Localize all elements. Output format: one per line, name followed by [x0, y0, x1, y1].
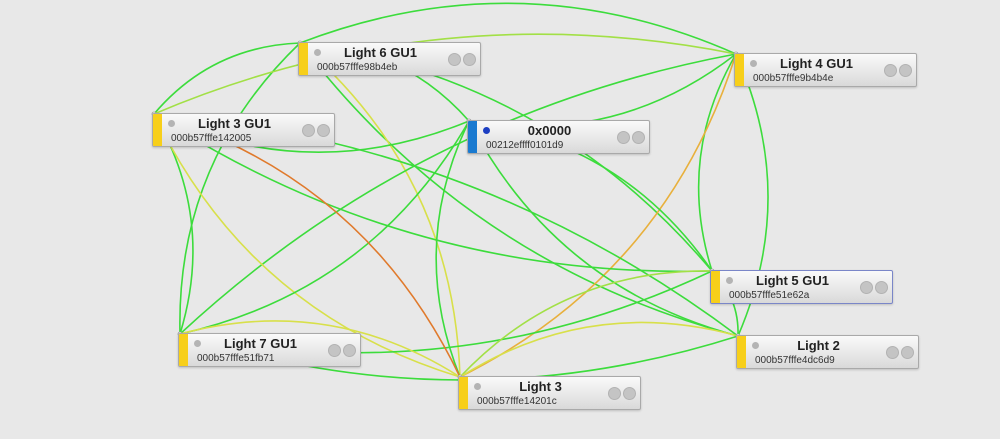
node-coordinator[interactable]: 0x0000 00212effff0101d9	[467, 120, 650, 154]
link-light4-light7	[179, 53, 737, 335]
node-light-3-gu1[interactable]: Light 3 GU1 000b57fffe142005	[152, 113, 335, 147]
link-light4-light5	[697, 53, 737, 272]
device-type-bar	[299, 43, 308, 75]
node-light-2[interactable]: Light 2 000b57fffe4dc6d9	[736, 335, 919, 369]
status-dot-icon	[168, 120, 175, 127]
status-dot-icon	[726, 277, 733, 284]
link-light4-coordinator	[468, 53, 737, 128]
node-action-icon[interactable]	[886, 346, 899, 359]
node-address: 000b57fffe51e62a	[729, 290, 810, 301]
node-title: 0x0000	[527, 123, 572, 138]
link-light6-light2	[299, 42, 739, 337]
device-type-bar	[468, 121, 477, 153]
node-light-4-gu1[interactable]: Light 4 GU1 000b57fffe9b4b4e	[734, 53, 917, 87]
link-light3gu1-light5	[153, 113, 713, 273]
node-light-7-gu1[interactable]: Light 7 GU1 000b57fffe51fb71	[178, 333, 361, 367]
node-light-3[interactable]: Light 3 000b57fffe14201c	[458, 376, 641, 410]
link-light4-light3gu1	[153, 33, 737, 115]
device-type-bar	[153, 114, 162, 146]
node-title: Light 7 GU1	[224, 336, 297, 351]
node-address: 000b57fffe98b4eb	[317, 62, 398, 73]
node-light-5-gu1[interactable]: Light 5 GU1 000b57fffe51e62a	[710, 270, 893, 304]
node-action-icon[interactable]	[343, 344, 356, 357]
link-light3gu1-light3	[153, 113, 461, 378]
node-action-icon[interactable]	[448, 53, 461, 66]
node-action-icon[interactable]	[884, 64, 897, 77]
link-light6-light4	[299, 2, 737, 55]
node-action-icon[interactable]	[899, 64, 912, 77]
device-type-bar	[737, 336, 746, 368]
node-address: 000b57fffe142005	[171, 133, 252, 144]
device-type-bar	[735, 54, 744, 86]
node-action-icon[interactable]	[623, 387, 636, 400]
node-action-icon[interactable]	[608, 387, 621, 400]
status-dot-icon	[474, 383, 481, 390]
device-type-bar	[179, 334, 188, 366]
status-dot-icon	[750, 60, 757, 67]
link-coordinator-light7	[179, 120, 470, 335]
link-coordinator-light2	[468, 120, 739, 337]
node-address: 000b57fffe4dc6d9	[755, 355, 835, 366]
status-dot-icon	[194, 340, 201, 347]
link-light3gu1-light7	[153, 113, 194, 335]
node-action-icon[interactable]	[302, 124, 315, 137]
status-dot-icon	[483, 127, 490, 134]
link-light6-light3	[299, 42, 461, 378]
node-action-icon[interactable]	[632, 131, 645, 144]
node-title: Light 3 GU1	[198, 116, 271, 131]
node-action-icon[interactable]	[901, 346, 914, 359]
node-action-icon[interactable]	[328, 344, 341, 357]
node-action-icon[interactable]	[860, 281, 873, 294]
node-title: Light 6 GU1	[344, 45, 417, 60]
node-title: Light 3	[519, 379, 562, 394]
node-address: 000b57fffe9b4b4e	[753, 73, 834, 84]
link-light6-light7	[179, 42, 301, 335]
node-action-icon[interactable]	[875, 281, 888, 294]
node-address: 000b57fffe14201c	[477, 396, 557, 407]
node-action-icon[interactable]	[617, 131, 630, 144]
status-dot-icon	[752, 342, 759, 349]
node-address: 000b57fffe51fb71	[197, 353, 275, 364]
node-title: Light 5 GU1	[756, 273, 829, 288]
link-light4-light3	[459, 53, 737, 378]
link-light7-light3	[179, 320, 461, 378]
link-light2-light3	[459, 321, 739, 378]
node-title: Light 2	[797, 338, 840, 353]
node-action-icon[interactable]	[463, 53, 476, 66]
link-light5-light3	[459, 270, 713, 378]
link-coordinator-light3	[435, 120, 470, 378]
node-action-icon[interactable]	[317, 124, 330, 137]
node-title: Light 4 GU1	[780, 56, 853, 71]
device-type-bar	[459, 377, 468, 409]
status-dot-icon	[314, 49, 321, 56]
device-type-bar	[711, 271, 720, 303]
node-address: 00212effff0101d9	[486, 140, 564, 151]
node-light-6-gu1[interactable]: Light 6 GU1 000b57fffe98b4eb	[298, 42, 481, 76]
link-light6-light3gu1	[153, 42, 301, 115]
